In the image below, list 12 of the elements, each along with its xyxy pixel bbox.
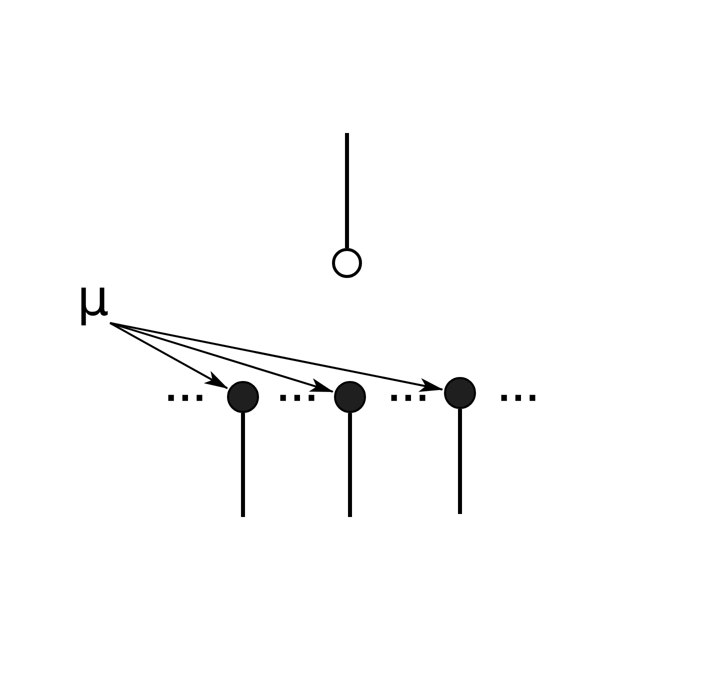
ellipsis: ··· xyxy=(498,382,540,414)
arrow xyxy=(110,322,228,390)
open-node xyxy=(332,248,362,278)
symbol-label: μ xyxy=(74,272,112,324)
ellipsis: ··· xyxy=(388,382,430,414)
arrow xyxy=(110,322,334,393)
filled-node xyxy=(334,381,366,413)
ellipsis: ··· xyxy=(277,382,320,414)
ellipsis: ··· xyxy=(165,382,208,414)
arrow xyxy=(110,322,444,392)
filled-node xyxy=(444,377,476,409)
filled-node xyxy=(227,381,259,413)
